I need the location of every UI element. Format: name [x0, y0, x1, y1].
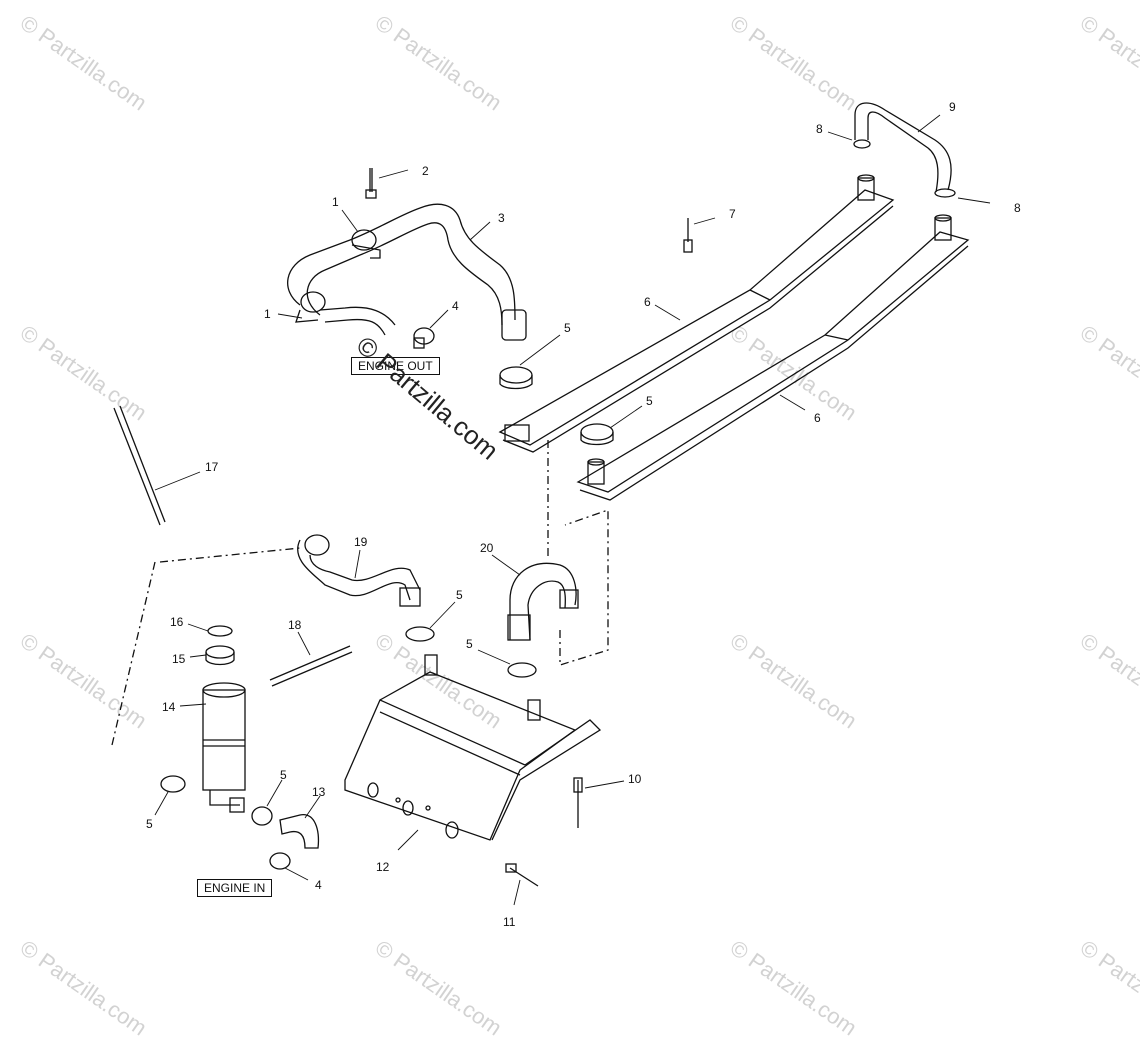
bolt-2 [365, 168, 377, 199]
callout-4: 4 [452, 299, 459, 313]
clamp-5-a [499, 366, 533, 390]
hose-9 [853, 102, 956, 198]
callout-17: 17 [205, 460, 219, 474]
callout-6: 6 [814, 411, 821, 425]
callout-5: 5 [466, 637, 473, 651]
hose-engine-out [287, 203, 527, 341]
callout-12: 12 [376, 860, 390, 874]
strap-17 [113, 405, 166, 526]
callout-5: 5 [456, 588, 463, 602]
callout-18: 18 [288, 618, 302, 632]
callout-5: 5 [646, 394, 653, 408]
callout-10: 10 [628, 772, 642, 786]
callout-6: 6 [644, 295, 651, 309]
callout-4: 4 [315, 878, 322, 892]
callout-19: 19 [354, 535, 368, 549]
heat-exchanger-upper [498, 174, 895, 453]
engine-out-label: ENGINE OUT [351, 357, 440, 375]
elbow-13 [279, 814, 320, 849]
callout-15: 15 [172, 652, 186, 666]
callout-5: 5 [146, 817, 153, 831]
clamp-5-f [507, 662, 537, 678]
hose-19 [297, 534, 421, 607]
callout-9: 9 [949, 100, 956, 114]
callout-1: 1 [332, 195, 339, 209]
clamp-5-c [160, 775, 186, 793]
clamp-5-e [405, 626, 435, 642]
callout-5: 5 [564, 321, 571, 335]
cap-16 [207, 625, 233, 637]
connector-lines [111, 440, 609, 746]
clamp-5-d [251, 806, 273, 826]
callout-16: 16 [170, 615, 184, 629]
callout-1: 1 [264, 307, 271, 321]
leader-lines [154, 114, 991, 906]
engine-in-label: ENGINE IN [197, 879, 273, 897]
callout-2: 2 [422, 164, 429, 178]
callout-13: 13 [312, 785, 326, 799]
cap-15 [205, 645, 235, 666]
callout-7: 7 [729, 207, 736, 221]
hose-20 [507, 562, 579, 641]
callout-8: 8 [816, 122, 823, 136]
clamp-4-lower [269, 852, 291, 870]
bolt-10 [573, 777, 583, 828]
callout-20: 20 [480, 541, 494, 555]
callout-14: 14 [162, 700, 176, 714]
callout-3: 3 [498, 211, 505, 225]
rod-18 [269, 645, 353, 687]
reservoir-14 [202, 682, 246, 813]
heat-exchanger-lower [576, 214, 970, 501]
shield-12 [344, 654, 602, 841]
callout-11: 11 [503, 915, 516, 929]
callout-5: 5 [280, 768, 287, 782]
bolt-7 [683, 218, 693, 253]
callout-8: 8 [1014, 201, 1021, 215]
clamp-4-upper [413, 327, 435, 349]
clamp-5-b [580, 423, 614, 446]
sensor-11 [505, 863, 539, 887]
